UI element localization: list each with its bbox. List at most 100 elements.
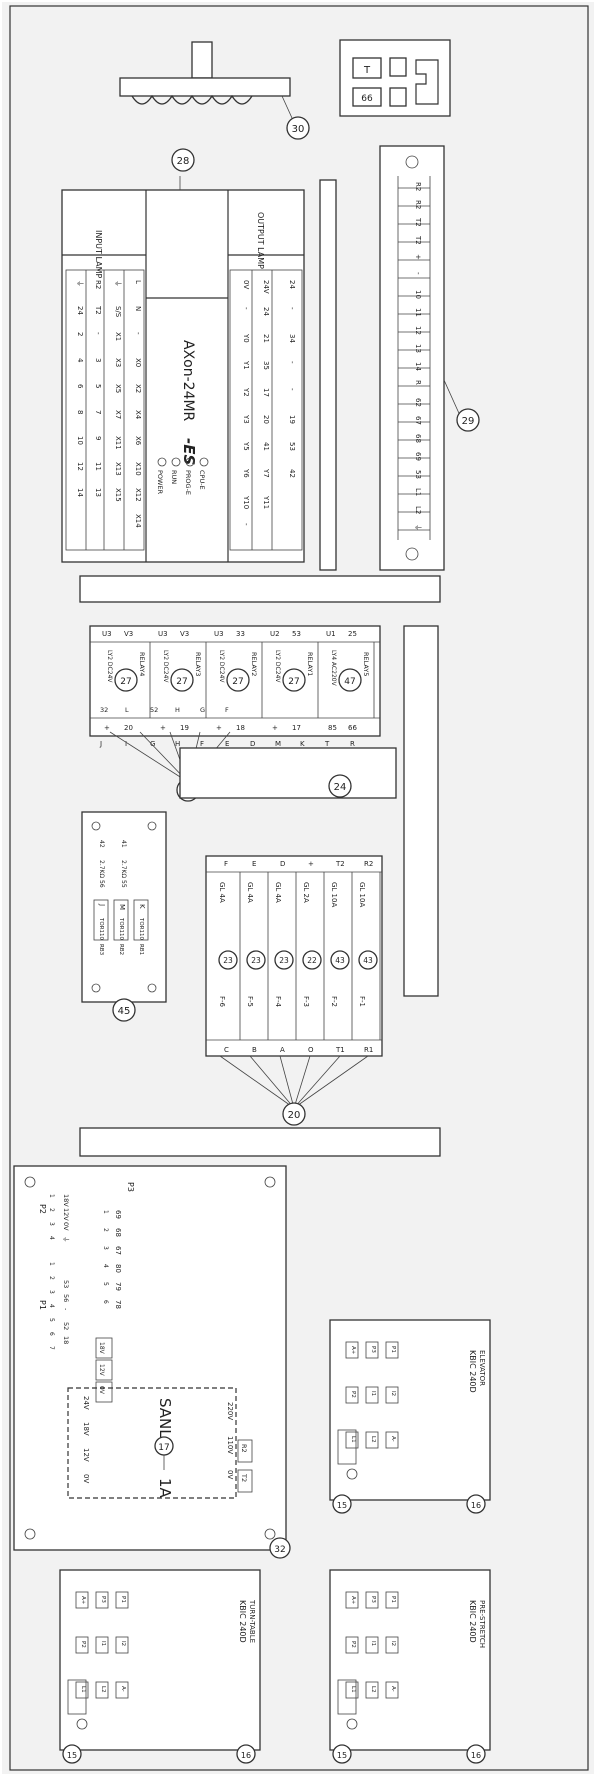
module-45-part: TOR110	[138, 917, 144, 941]
kbic-terminal-label: L2	[370, 1436, 376, 1443]
relay-top-terminal: U2	[270, 630, 280, 638]
input-terminal-label: 5	[94, 384, 102, 388]
kbic-pad	[365, 1341, 379, 1359]
output-lamp-label: OUTPUT LAMP	[256, 212, 265, 269]
connector-p3-pin: 69	[114, 1210, 122, 1219]
input-terminal-label: ⏚	[76, 280, 84, 287]
kbic-pot	[76, 1718, 88, 1730]
relay-row-letter: K	[300, 740, 305, 748]
fuse-callout	[358, 950, 378, 970]
fuse-top-terminal: E	[252, 860, 256, 868]
connector-p3-pin: 80	[114, 1264, 122, 1273]
relay-row-code: G	[200, 706, 205, 714]
output-terminal-label: -	[242, 523, 250, 526]
module-45-code: J	[98, 903, 106, 906]
connector-p1-pin: 18	[62, 1336, 70, 1344]
kbic-terminal-label: P3	[100, 1596, 106, 1603]
transformer-brand: SANLI	[156, 1398, 174, 1442]
terminal-29-label: 11	[414, 308, 422, 317]
connector-p2-pin: ⏚	[62, 1236, 70, 1243]
relay-row-code: F	[225, 706, 229, 714]
power-board-32	[13, 1165, 287, 1551]
relay-top-terminal: 53	[292, 630, 301, 638]
relay-bottom-terminal: 85	[328, 724, 337, 732]
kbic-terminal-label: I1	[370, 1391, 376, 1396]
relay-spec: LY2 DC24V	[162, 650, 169, 683]
module-45-resistor: 2.7KΩ	[120, 860, 127, 878]
input-terminal-label: X5	[114, 384, 122, 393]
module-45	[81, 811, 167, 1003]
relay-top-terminal: 33	[236, 630, 245, 638]
connector-p3-label: P3	[126, 1182, 135, 1192]
output-terminal-label: 34	[288, 334, 296, 343]
fuse-rating: GL 4A	[218, 882, 226, 903]
fuse-callout	[274, 950, 294, 970]
connector-p2-pin: 18V	[62, 1194, 70, 1207]
relay-row-letter: I	[125, 740, 127, 748]
secondary-tag-label: 18V	[98, 1342, 105, 1355]
kbic-board	[329, 1319, 491, 1501]
fuse-label: F-2	[330, 996, 338, 1007]
input-terminal-label: X15	[114, 488, 122, 502]
relay-bottom-terminal: +	[216, 724, 222, 732]
fuse-number: 23	[251, 956, 261, 965]
kbic-terminal-label: P2	[350, 1391, 356, 1398]
input-terminal-label: 11	[94, 462, 102, 471]
fuse-callout	[302, 950, 322, 970]
input-terminal-label: 14	[76, 488, 84, 497]
module-45-code: K	[138, 904, 146, 909]
fuse-callout	[218, 950, 238, 970]
output-terminal-label: Y10	[242, 495, 250, 509]
input-terminal-label: X12	[134, 488, 142, 502]
callout-20: 20	[282, 1102, 306, 1126]
connector-p1-num: 6	[48, 1332, 55, 1336]
input-terminal-label: -	[134, 332, 142, 335]
kbic-callout-15-label: 15	[337, 1751, 347, 1760]
relay-top-terminal: U3	[102, 630, 112, 638]
kbic-callout-15-label: 15	[337, 1501, 347, 1510]
kbic-relay	[337, 1679, 357, 1715]
output-terminal-label: 24	[288, 280, 296, 289]
kbic-pad	[95, 1591, 109, 1609]
callout-45: 45	[112, 998, 136, 1022]
kbic-terminal-label: L2	[100, 1686, 106, 1693]
kbic-subtitle: TURN-TABLE	[248, 1599, 256, 1643]
relay-bottom-terminal: 18	[236, 724, 245, 732]
output-terminal-label: Y3	[242, 414, 250, 424]
callout-32: 32	[269, 1537, 291, 1559]
svg-text:CPU-E: CPU-E	[198, 470, 206, 490]
output-terminal-label: 20	[262, 415, 270, 424]
connector-p2-pin: 0V	[62, 1222, 70, 1231]
input-terminal-label: T2	[94, 305, 102, 315]
terminal-29-label: L2	[414, 506, 422, 514]
relay-top-terminal: V3	[180, 630, 189, 638]
module-45-tag: RB2	[118, 944, 124, 955]
input-terminal-label: X14	[134, 514, 142, 528]
kbic-callout-16-label: 16	[471, 1501, 481, 1510]
fuse-bottom-terminal: T1	[335, 1046, 345, 1054]
relay-bottom-terminal: 17	[292, 724, 301, 732]
kbic-terminal-label: L2	[370, 1686, 376, 1693]
relay-row-code: 32	[100, 706, 108, 714]
connector-p3-num: 1	[102, 1210, 109, 1214]
callout-28: 28	[171, 148, 195, 172]
module-45-resistor: 41	[120, 840, 127, 848]
relay-bottom-terminal: +	[160, 724, 166, 732]
output-terminal-label: 24V	[262, 280, 270, 294]
kbic-terminal-label: A-	[390, 1436, 396, 1442]
output-terminal-label: 17	[262, 388, 270, 397]
kbic-terminal-label: P2	[350, 1641, 356, 1648]
input-terminal-label: N	[134, 306, 142, 311]
fuse-label: F-4	[274, 996, 282, 1008]
relay-callout	[114, 668, 138, 692]
relay-callout	[282, 668, 306, 692]
relay-top-terminal: U3	[214, 630, 224, 638]
relay-top-terminal: 25	[348, 630, 357, 638]
kbic-board	[329, 1569, 491, 1751]
input-terminal-label: X0	[134, 358, 142, 367]
input-terminal-label: X11	[114, 436, 122, 450]
kbic-relay	[337, 1429, 357, 1465]
relay-number: 27	[176, 677, 187, 687]
kbic-pad	[385, 1341, 399, 1359]
